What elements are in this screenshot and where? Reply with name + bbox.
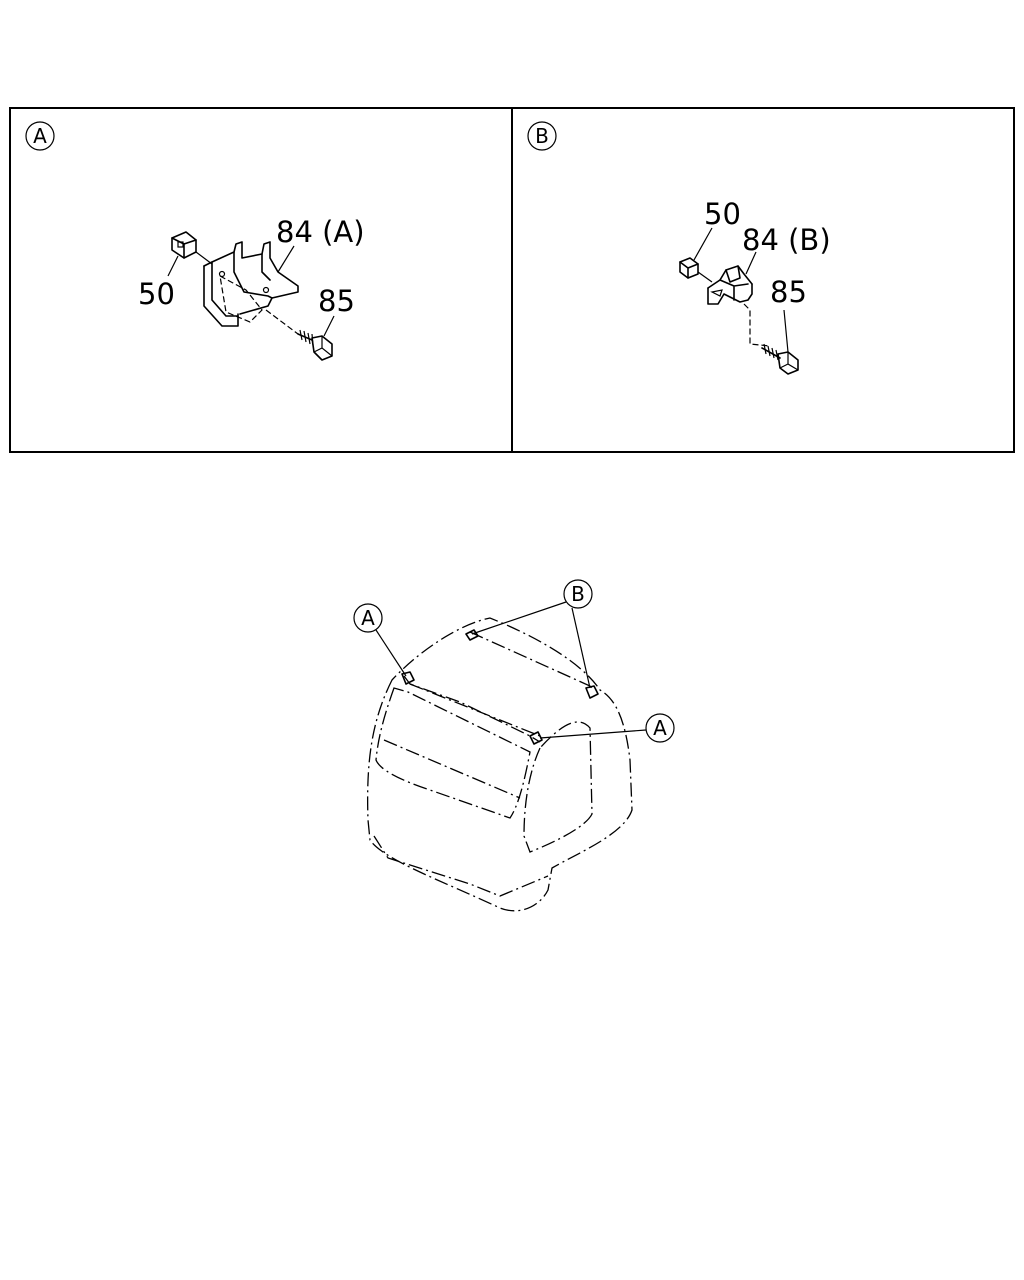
detail-panel-a: A 50 84 (A) [25, 121, 365, 361]
location-badge-a-right-circle [645, 713, 675, 743]
clip-50-part-b [679, 257, 699, 279]
vehicle-body-outline [367, 617, 633, 912]
detail-badge-b-label: B [535, 124, 549, 148]
detail-badge-b-circle [527, 121, 557, 151]
rear-window-inner-line [383, 739, 521, 799]
leader-85-a [323, 315, 335, 337]
roof-rear-edge [403, 675, 541, 743]
clip-to-bracket-line-b [697, 271, 713, 283]
location-badge-a-left-circle [353, 603, 383, 633]
bracket-84b-part [707, 265, 753, 305]
leader-84a [277, 245, 295, 273]
callout-85-a: 85 [318, 284, 355, 318]
detail-badge-a-circle [25, 121, 55, 151]
location-leader-b-rear [571, 607, 591, 689]
clip-50-part [171, 231, 197, 259]
side-window [523, 721, 593, 853]
location-badge-b-circle [563, 579, 593, 609]
vehicle-rear-view [367, 617, 633, 912]
location-leader-b-front [471, 601, 567, 635]
clip-location-a-left [401, 671, 415, 685]
callout-84a: 84 (A) [276, 215, 365, 249]
callout-84b: 84 (B) [742, 223, 831, 257]
screw-85-part-a [297, 329, 333, 361]
callout-50-a: 50 [138, 277, 175, 311]
detail-badge-a-label: A [33, 124, 47, 148]
clip-location-b-rear [585, 685, 599, 699]
location-badge-b: B [571, 582, 585, 606]
detail-frame-b [511, 107, 1015, 453]
screw-85-part-b [761, 343, 799, 375]
leader-84b [745, 251, 757, 275]
rear-bumper-line [373, 835, 549, 897]
clip-to-bracket-line [195, 251, 213, 265]
leader-50-b [693, 227, 713, 261]
location-leader-a-left [375, 629, 407, 677]
location-badge-a-left: A [361, 606, 375, 630]
callout-50-b: 50 [704, 197, 741, 231]
leader-50-a [167, 255, 179, 277]
clip-location-a-right [529, 731, 543, 745]
location-leader-a-right [539, 729, 647, 739]
bracket-84a-part [203, 241, 299, 327]
rear-window [375, 687, 531, 819]
leader-85-b [783, 309, 789, 353]
roof-rail-line [469, 631, 595, 691]
detail-panel-b: B 50 84 (B) 85 [527, 121, 831, 375]
screw-axis-b [743, 303, 771, 347]
location-callouts: A B A [353, 579, 675, 743]
callout-85-b: 85 [770, 275, 807, 309]
screw-axis-a [265, 309, 299, 335]
location-badge-a-right: A [653, 716, 667, 740]
clip-location-b-front [465, 629, 479, 641]
detail-frame-a [9, 107, 513, 453]
